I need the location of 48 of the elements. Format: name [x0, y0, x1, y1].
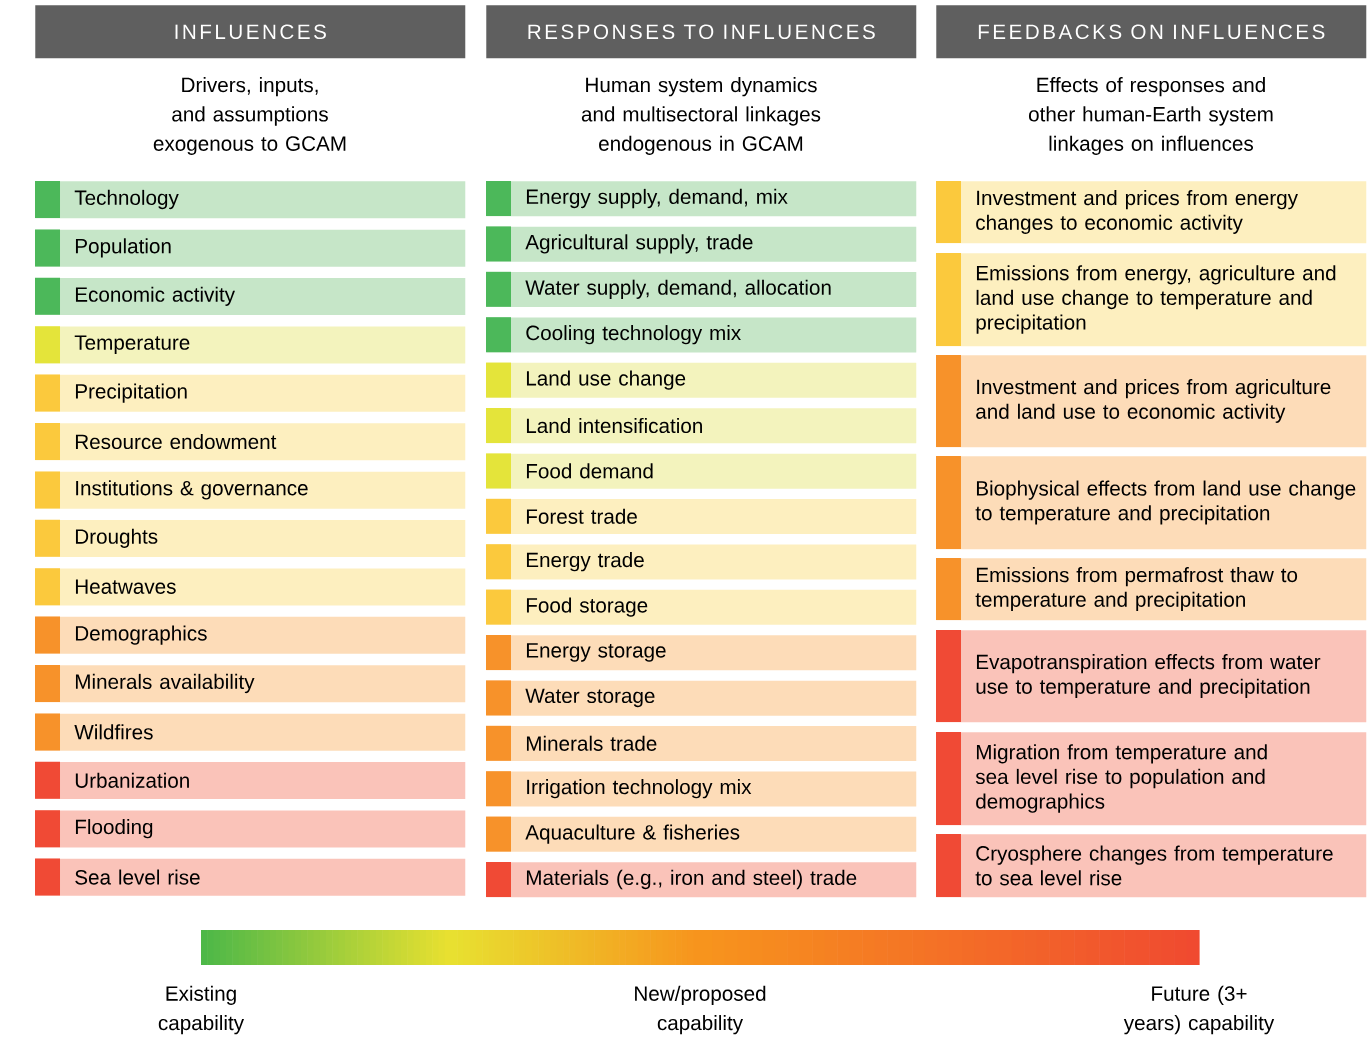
row-box: Land use change: [486, 362, 917, 398]
subtitle: Human system dynamics and multisectoral linkages endogenous in GCAM: [581, 77, 821, 155]
row-box: Urbanization: [35, 761, 466, 800]
legend-label: Existing capability: [158, 985, 244, 1035]
row-box: Population: [35, 229, 466, 267]
column-header: RESPONSES TO INFLUENCES: [486, 5, 917, 59]
row-box: Energy storage: [486, 635, 917, 671]
row-box: Water supply, demand, allocation: [486, 271, 917, 308]
row-box: Economic activity: [35, 277, 466, 316]
row-box: Energy supply, demand, mix: [486, 181, 917, 217]
legend-label: Future (3+ years) capability: [1123, 985, 1275, 1035]
row-box: Emissions from permafrost thaw to temperature and precipitation: [936, 558, 1367, 621]
row-box: Land intensification: [486, 408, 917, 444]
row-box: Resource endowment: [35, 423, 466, 461]
row-box: Precipitation: [35, 374, 466, 412]
row-box: Heatwaves: [35, 568, 466, 606]
row-box: Flooding: [35, 810, 466, 848]
row-box: Materials (e.g., iron and steel) trade: [486, 862, 917, 898]
row-box: Aquaculture & fisheries: [486, 816, 917, 852]
row-box: Investment and prices from agriculture and land use to economic activity: [936, 355, 1367, 448]
row-box: Demographics: [35, 616, 466, 654]
legend-label: New/proposed capability: [635, 985, 766, 1035]
row-box: Food demand: [486, 453, 917, 489]
row-box: Institutions & governance: [35, 471, 466, 509]
row-box: Sea level rise: [35, 858, 466, 896]
row-box: Minerals trade: [486, 725, 917, 762]
column-header: INFLUENCES: [35, 5, 466, 59]
row-box: Emissions from energy, agriculture and land use change to temperature and precipitation: [936, 253, 1367, 347]
row-box: Biophysical effects from land use change to temperature and precipitation: [936, 456, 1367, 550]
column-header: FEEDBACKS ON INFLUENCES: [936, 5, 1367, 59]
row-box: Irrigation technology mix: [486, 771, 917, 807]
row-box: Evapotranspiration effects from water use to temperature and precipitation: [936, 630, 1367, 723]
row-box: Water storage: [486, 680, 917, 716]
row-box: Temperature: [35, 326, 466, 364]
row-box: Energy trade: [486, 544, 917, 580]
subtitle: Drivers, inputs, and assumptions exogenous to GCAM: [153, 77, 346, 155]
row-box: Cryosphere changes from temperature to sea level rise: [936, 834, 1367, 898]
row-box: Food storage: [486, 589, 917, 625]
row-box: Agricultural supply, trade: [486, 226, 917, 262]
row-box: Technology: [35, 181, 466, 219]
row-box: Migration from temperature and sea level rise to population and demographics: [936, 732, 1367, 826]
row-box: Droughts: [35, 519, 466, 558]
row-box: Investment and prices from energy changes to economic activity: [936, 181, 1367, 244]
row-box: Wildfires: [35, 713, 466, 751]
row-box: Forest trade: [486, 498, 917, 535]
row-box: Cooling technology mix: [486, 317, 917, 353]
row-box: Minerals availability: [35, 665, 466, 703]
subtitle: Effects of responses and other human-Earth system linkages on influences: [1028, 77, 1273, 155]
